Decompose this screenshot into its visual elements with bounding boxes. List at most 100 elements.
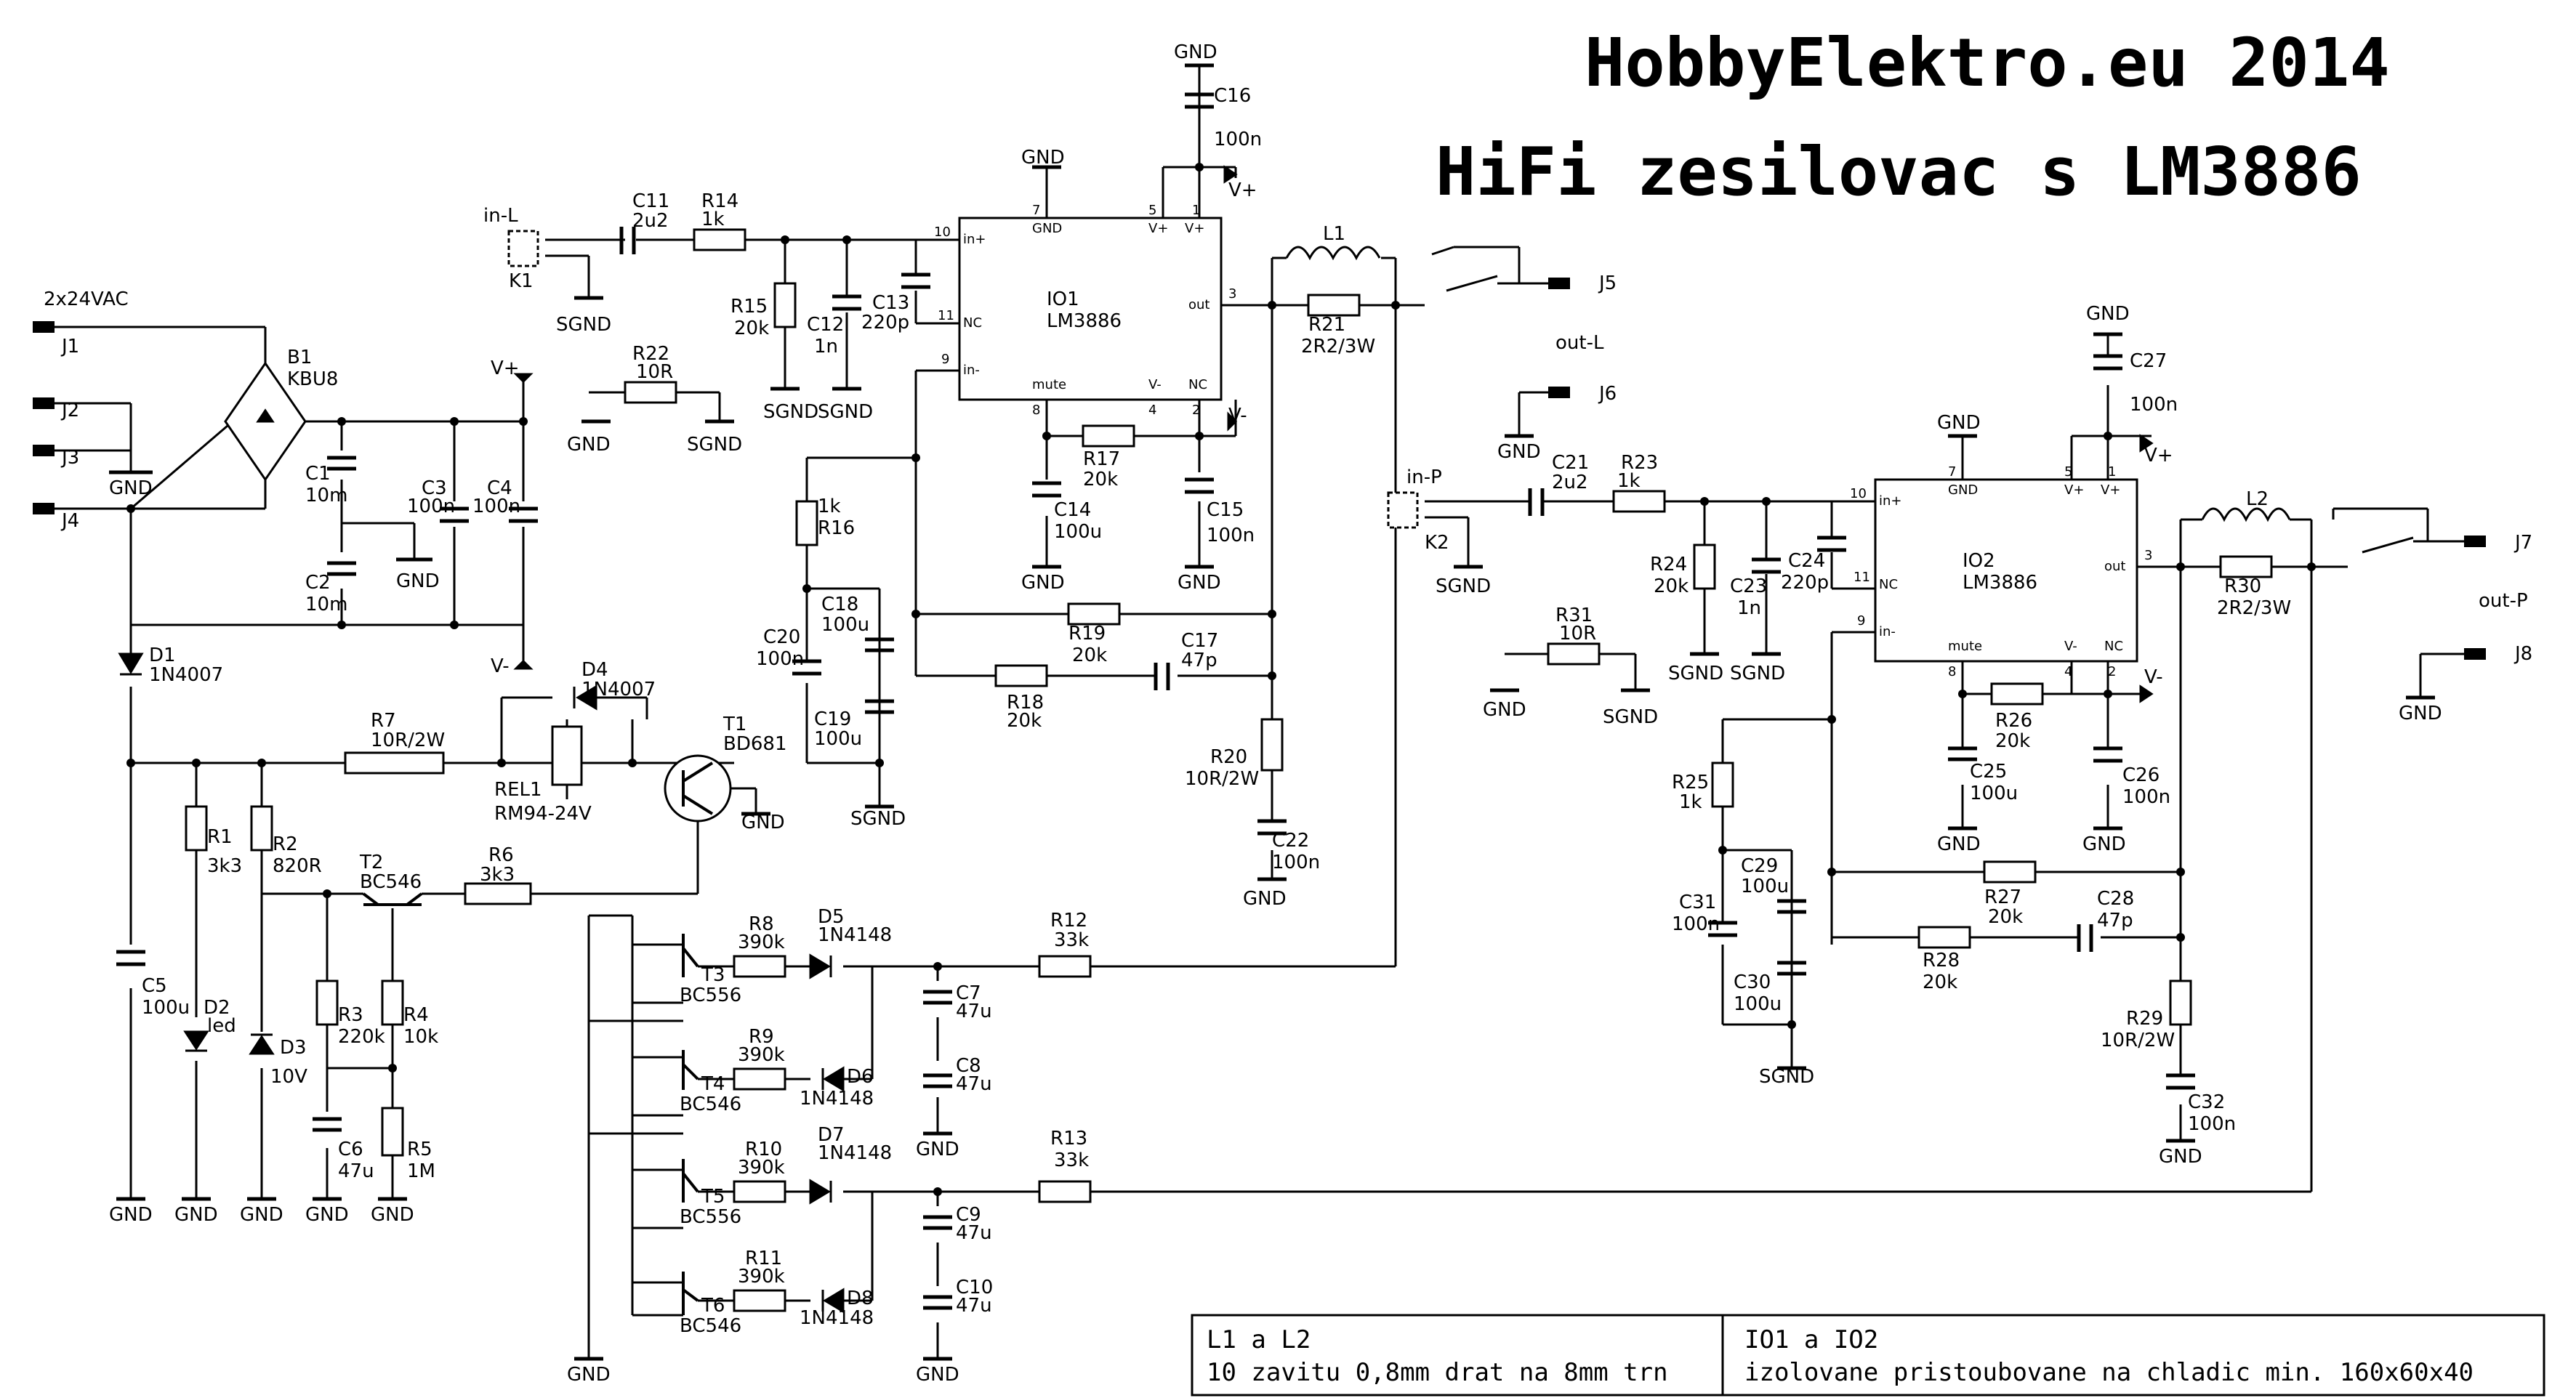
r4-value: 10k <box>403 1026 438 1048</box>
out-l-label: out-L <box>1555 332 1604 354</box>
io1-vplus-label: V+ <box>1228 179 1257 201</box>
io2-num5: 5 <box>2064 464 2072 480</box>
gnd-label: GND <box>2399 703 2442 724</box>
r22-value: 10R <box>636 361 673 383</box>
c20-value: 100n <box>756 648 804 670</box>
c30-ref: C30 <box>1734 971 1771 993</box>
note-right-text: izolovane pristoubovane na chladic min. … <box>1744 1358 2474 1387</box>
c5-value: 100u <box>142 997 190 1019</box>
t6-value: BC546 <box>680 1315 741 1337</box>
c19-ref: C19 <box>814 708 851 730</box>
r5-ref: R5 <box>407 1139 432 1160</box>
r7-ref: R7 <box>371 710 396 732</box>
io2-num9: 9 <box>1857 613 1865 629</box>
c21-value: 2u2 <box>1552 472 1588 493</box>
gnd-label: GND <box>567 434 611 456</box>
sgnd-label: SGND <box>1668 663 1723 684</box>
r19-ref: R19 <box>1068 623 1106 645</box>
gnd-label: GND <box>916 1364 959 1386</box>
d7-value: 1N4148 <box>818 1142 892 1164</box>
R23 <box>1612 490 1666 513</box>
d5-ref: D5 <box>818 906 845 928</box>
d6-ref: D6 <box>847 1066 874 1088</box>
c1-ref: C1 <box>305 463 331 485</box>
io1-pin-inminus: in- <box>963 363 980 378</box>
gnd-label: GND <box>2086 303 2130 325</box>
R11 <box>733 1289 786 1312</box>
io2-pin-nc2: NC <box>2104 639 2123 654</box>
r20-value: 10R/2W <box>1185 768 1259 790</box>
r1-value: 3k3 <box>207 855 242 877</box>
c16-ref: C16 <box>1214 85 1251 107</box>
t4-value: BC546 <box>680 1094 741 1115</box>
io1-pin-gnd: GND <box>1032 221 1062 236</box>
c28-value: 47p <box>2097 910 2133 932</box>
r21-value: 2R2/3W <box>1301 336 1375 357</box>
c20-ref: C20 <box>763 626 800 648</box>
sgnd-label: SGND <box>1759 1066 1814 1088</box>
c31-value: 100n <box>1672 913 1720 935</box>
r13-value: 33k <box>1054 1149 1089 1171</box>
r5-value: 1M <box>407 1160 435 1182</box>
c8-ref: C8 <box>956 1055 981 1077</box>
c3-value: 100n <box>407 496 455 517</box>
io2-pin-inplus: in+ <box>1879 493 1902 509</box>
r13-ref: R13 <box>1050 1128 1087 1149</box>
j1-label: J1 <box>60 336 79 357</box>
c32-value: 100n <box>2188 1113 2236 1135</box>
sgnd-label: SGND <box>687 434 742 456</box>
r28-ref: R28 <box>1923 950 1960 971</box>
title-line1: HobbyElektro.eu 2014 <box>1585 24 2390 102</box>
gnd-label: GND <box>371 1204 414 1226</box>
j5-label: J5 <box>1598 272 1617 294</box>
j6-label: J6 <box>1598 383 1617 405</box>
R12 <box>1038 955 1092 978</box>
R24 <box>1693 544 1716 590</box>
sgnd-label: SGND <box>1436 575 1491 597</box>
in-p-label: in-P <box>1406 466 1442 488</box>
R31 <box>1547 642 1601 666</box>
note-left-text: 10 zavitu 0,8mm drat na 8mm trn <box>1207 1358 1668 1387</box>
c25-ref: C25 <box>1970 761 2007 783</box>
r10-value: 390k <box>738 1157 785 1179</box>
note-left-title: L1 a L2 <box>1207 1325 1311 1354</box>
sgnd-label: SGND <box>818 401 873 423</box>
r30-value: 2R2/3W <box>2217 597 2291 619</box>
notes-box <box>1191 1314 2545 1397</box>
r9-ref: R9 <box>749 1026 774 1048</box>
c12-value: 1n <box>814 336 838 357</box>
R26 <box>1990 682 2044 706</box>
c25-value: 100u <box>1970 783 2018 804</box>
d2-value: led <box>207 1015 236 1037</box>
io2-num7: 7 <box>1948 464 1956 480</box>
R9 <box>733 1067 786 1091</box>
j7-label: J7 <box>2513 532 2532 554</box>
r8-ref: R8 <box>749 913 774 935</box>
r20-ref: R20 <box>1210 746 1247 768</box>
c22-value: 100n <box>1272 852 1320 873</box>
sgnd-label: SGND <box>556 314 611 336</box>
t2-ref: T2 <box>359 852 383 873</box>
r15-value: 20k <box>734 318 769 339</box>
io2-num11: 11 <box>1853 570 1870 585</box>
R18 <box>994 664 1048 687</box>
c17-ref: C17 <box>1181 630 1218 652</box>
c16-value: 100n <box>1214 129 1262 150</box>
io2-num10: 10 <box>1850 486 1867 501</box>
c2-value: 10m <box>305 594 347 615</box>
gnd-label: GND <box>1178 572 1221 594</box>
io1-pin-nc2: NC <box>1188 377 1207 392</box>
c12-ref: C12 <box>807 314 844 336</box>
in-l-label: in-L <box>483 205 518 227</box>
r24-ref: R24 <box>1650 554 1687 575</box>
c17-value: 47p <box>1181 650 1217 671</box>
c30-value: 100u <box>1734 993 1782 1015</box>
r28-value: 20k <box>1923 971 1957 993</box>
r2-value: 820R <box>273 855 322 877</box>
c27-ref: C27 <box>2130 350 2167 372</box>
r27-ref: R27 <box>1984 886 2021 908</box>
io1-num5: 5 <box>1148 203 1156 218</box>
k1-label: K1 <box>509 270 534 292</box>
t3-value: BC556 <box>680 985 741 1006</box>
R17 <box>1082 424 1135 448</box>
